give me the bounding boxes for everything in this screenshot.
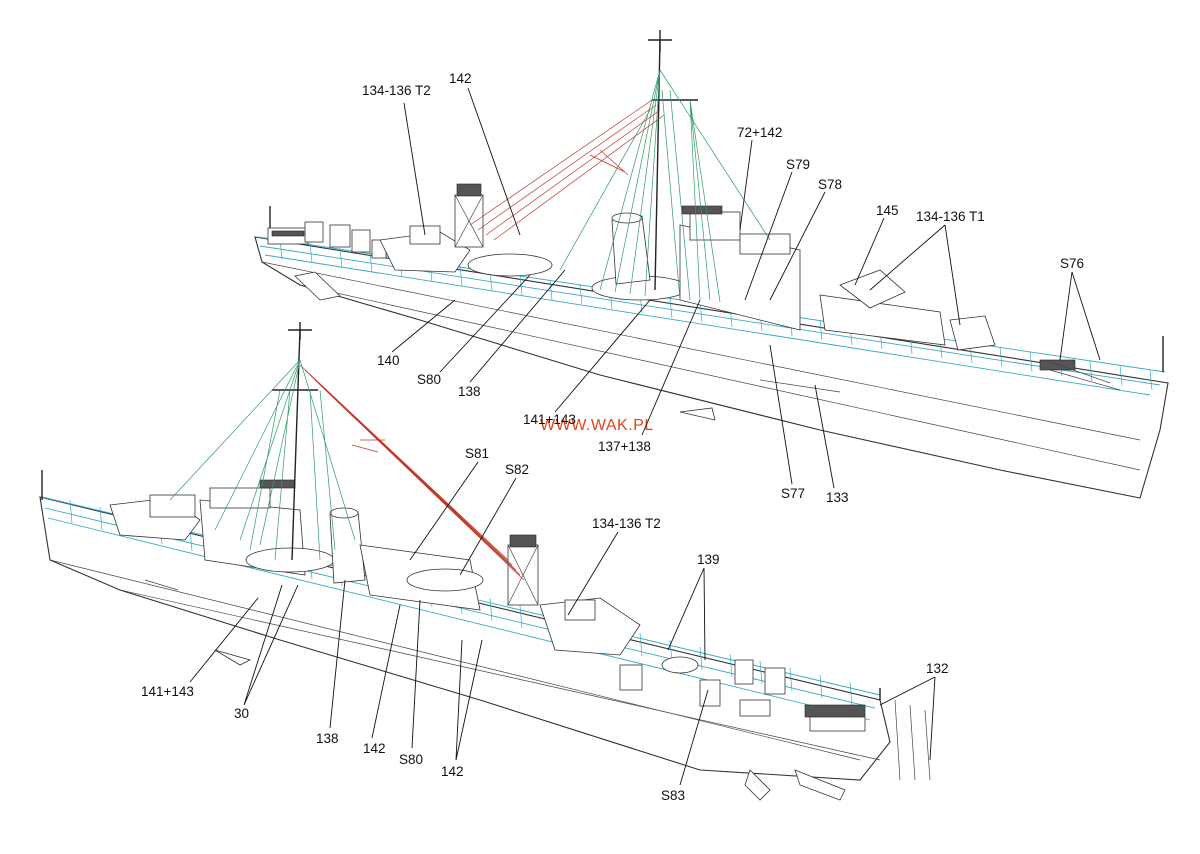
label-134-136-t2-lower: 134-136 T2 <box>592 516 661 531</box>
label-141-143-upper: 141+143 <box>523 412 576 427</box>
label-s80-upper: S80 <box>417 372 441 387</box>
lower-rigging-red <box>299 364 525 581</box>
label-30: 30 <box>234 706 249 721</box>
lower-callouts: S81 S82 134-136 T2 139 132 141+143 30 13… <box>141 446 949 803</box>
upper-rigging-green <box>559 69 771 303</box>
label-142-upper: 142 <box>449 71 472 86</box>
upper-callouts: 134-136 T2 142 72+142 S79 S78 145 134-13… <box>362 71 1101 505</box>
label-137-138: 137+138 <box>598 439 651 454</box>
label-s83: S83 <box>661 788 685 803</box>
label-138-upper: 138 <box>458 384 481 399</box>
lower-rigging-green <box>169 359 356 561</box>
label-72-142: 72+142 <box>737 125 782 140</box>
upper-hull <box>254 236 1169 499</box>
label-s76: S76 <box>1060 256 1084 271</box>
label-134-136-t1: 134-136 T1 <box>916 209 985 224</box>
label-s81: S81 <box>465 446 489 461</box>
lower-aft-racks <box>619 656 866 732</box>
label-142-lower-a: 142 <box>363 741 386 756</box>
label-138-lower: 138 <box>316 731 339 746</box>
ship-lower <box>39 322 931 801</box>
label-s80-lower: S80 <box>399 752 423 767</box>
lower-hull <box>39 496 891 781</box>
label-s77: S77 <box>781 486 805 501</box>
label-133: 133 <box>826 490 849 505</box>
label-140: 140 <box>377 353 400 368</box>
label-s78: S78 <box>818 177 842 192</box>
label-139: 139 <box>697 552 720 567</box>
upper-rigging-red <box>469 99 665 241</box>
label-142-lower-b: 142 <box>441 764 464 779</box>
label-145: 145 <box>876 203 899 218</box>
watermark-text: WWW.WAK.PL <box>540 417 654 434</box>
label-132: 132 <box>926 661 949 676</box>
label-s79: S79 <box>786 157 810 172</box>
label-141-143-lower: 141+143 <box>141 684 194 699</box>
label-s82: S82 <box>505 462 529 477</box>
label-134-136-t2-upper: 134-136 T2 <box>362 83 431 98</box>
ship-upper <box>254 30 1169 499</box>
